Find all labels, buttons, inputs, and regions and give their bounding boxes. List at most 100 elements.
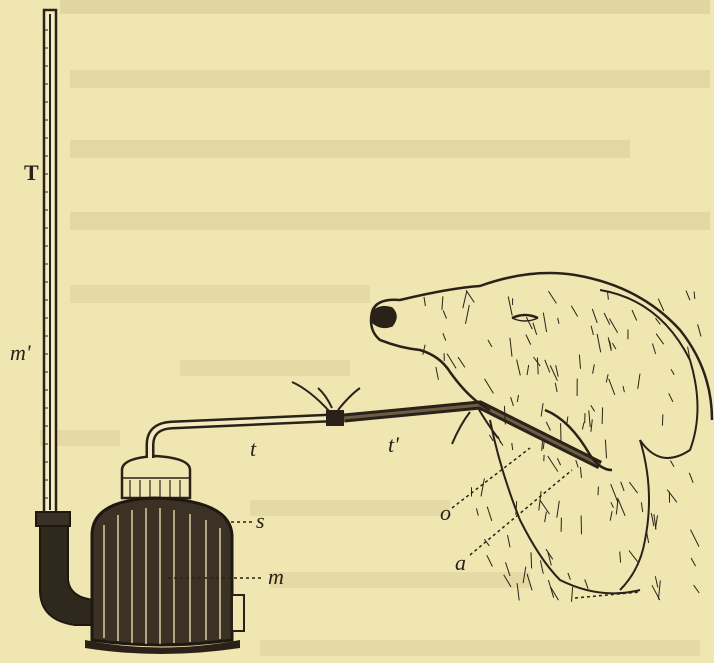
fur-stroke xyxy=(537,358,538,375)
fur-stroke xyxy=(556,365,559,376)
fur-stroke xyxy=(606,374,608,382)
fur-stroke xyxy=(638,374,640,389)
fur-stroke xyxy=(551,587,559,600)
fur-stroke xyxy=(580,467,581,478)
fur-stroke xyxy=(517,395,518,402)
fur-stroke xyxy=(698,324,701,336)
fur-stroke xyxy=(597,334,601,352)
fur-stroke xyxy=(442,296,443,310)
fur-stroke xyxy=(510,338,512,357)
fur-stroke xyxy=(497,437,503,446)
fur-stroke xyxy=(541,403,543,416)
fur-stroke xyxy=(611,502,614,508)
fur-stroke xyxy=(545,512,547,523)
fur-stroke xyxy=(610,511,612,521)
fur-stroke xyxy=(447,354,456,369)
fur-stroke xyxy=(579,355,580,369)
fur-stroke xyxy=(481,478,484,496)
label-incision-o: o xyxy=(440,500,451,525)
fur-stroke xyxy=(543,442,544,449)
fur-stroke xyxy=(589,411,590,428)
label-tube: t xyxy=(250,436,257,461)
fur-stroke xyxy=(458,357,465,367)
fur-stroke xyxy=(694,585,700,593)
fur-stroke xyxy=(602,407,603,424)
fur-stroke xyxy=(533,357,540,366)
fur-stroke xyxy=(508,297,512,316)
fur-stroke xyxy=(689,473,693,483)
fur-stroke xyxy=(621,482,624,491)
fur-stroke xyxy=(485,379,494,394)
fur-stroke xyxy=(585,579,588,588)
fur-stroke xyxy=(572,587,573,602)
fur-stroke xyxy=(576,460,578,467)
fur-stroke xyxy=(620,552,621,563)
fur-stroke xyxy=(558,318,559,324)
label-stopper: s xyxy=(256,508,265,533)
fur-stroke xyxy=(623,386,624,392)
fur-stroke xyxy=(443,311,446,319)
fur-stroke xyxy=(571,306,577,317)
fur-stroke xyxy=(655,576,658,587)
fur-stroke xyxy=(531,552,532,568)
fur-stroke xyxy=(612,343,616,349)
fur-stroke xyxy=(670,461,674,467)
fur-stroke xyxy=(618,498,626,516)
connecting-tube xyxy=(150,382,600,465)
fur-stroke xyxy=(591,419,592,431)
fur-stroke xyxy=(517,360,521,376)
fur-stroke xyxy=(694,292,695,299)
label-mark: m' xyxy=(10,340,31,365)
fur-stroke xyxy=(540,560,543,573)
fur-stroke xyxy=(463,291,467,308)
manometer-collar xyxy=(36,512,70,526)
fur-stroke xyxy=(443,333,446,341)
fur-stroke xyxy=(658,581,660,600)
fur-stroke xyxy=(557,501,560,518)
fur-stroke xyxy=(646,531,648,543)
fur-stroke xyxy=(656,334,664,345)
mercury-bottle xyxy=(85,456,244,654)
fur-stroke xyxy=(591,405,595,411)
fur-stroke xyxy=(548,580,553,598)
fur-stroke xyxy=(632,310,637,321)
fur-stroke xyxy=(667,490,677,503)
fur-stroke xyxy=(686,291,690,301)
fur-stroke xyxy=(545,360,550,373)
fur-stroke xyxy=(548,456,558,472)
fur-stroke xyxy=(691,530,700,547)
fur-stroke xyxy=(691,558,696,566)
fur-stroke xyxy=(605,440,606,459)
fur-stroke xyxy=(593,364,595,373)
fur-stroke xyxy=(591,326,593,335)
fur-stroke xyxy=(533,323,537,335)
fur-stroke xyxy=(466,290,474,302)
label-tube-second: t' xyxy=(388,432,399,457)
fur-stroke xyxy=(629,551,638,563)
fur-stroke xyxy=(540,500,549,514)
fur-stroke xyxy=(641,502,642,512)
fur-stroke xyxy=(527,365,529,375)
fur-stroke xyxy=(609,379,615,395)
fur-stroke xyxy=(526,317,532,329)
fur-stroke xyxy=(424,297,425,306)
fur-stroke xyxy=(604,313,610,325)
fur-stroke xyxy=(466,305,470,324)
fur-stroke xyxy=(543,313,546,332)
manometer-tube xyxy=(44,10,56,515)
label-bottle: m xyxy=(268,564,284,589)
fur-stroke xyxy=(582,422,584,429)
fur-stroke xyxy=(555,383,557,392)
fur-stroke xyxy=(546,422,550,431)
fur-stroke xyxy=(610,319,618,333)
fur-stroke xyxy=(662,414,663,425)
fur-stroke xyxy=(476,508,478,515)
fur-stroke xyxy=(557,458,560,465)
fur-stroke xyxy=(592,309,597,323)
fur-stroke xyxy=(526,335,531,345)
fur-stroke xyxy=(512,443,513,450)
fur-stroke xyxy=(629,482,637,493)
fur-stroke xyxy=(653,344,656,354)
fur-stroke xyxy=(671,369,674,375)
